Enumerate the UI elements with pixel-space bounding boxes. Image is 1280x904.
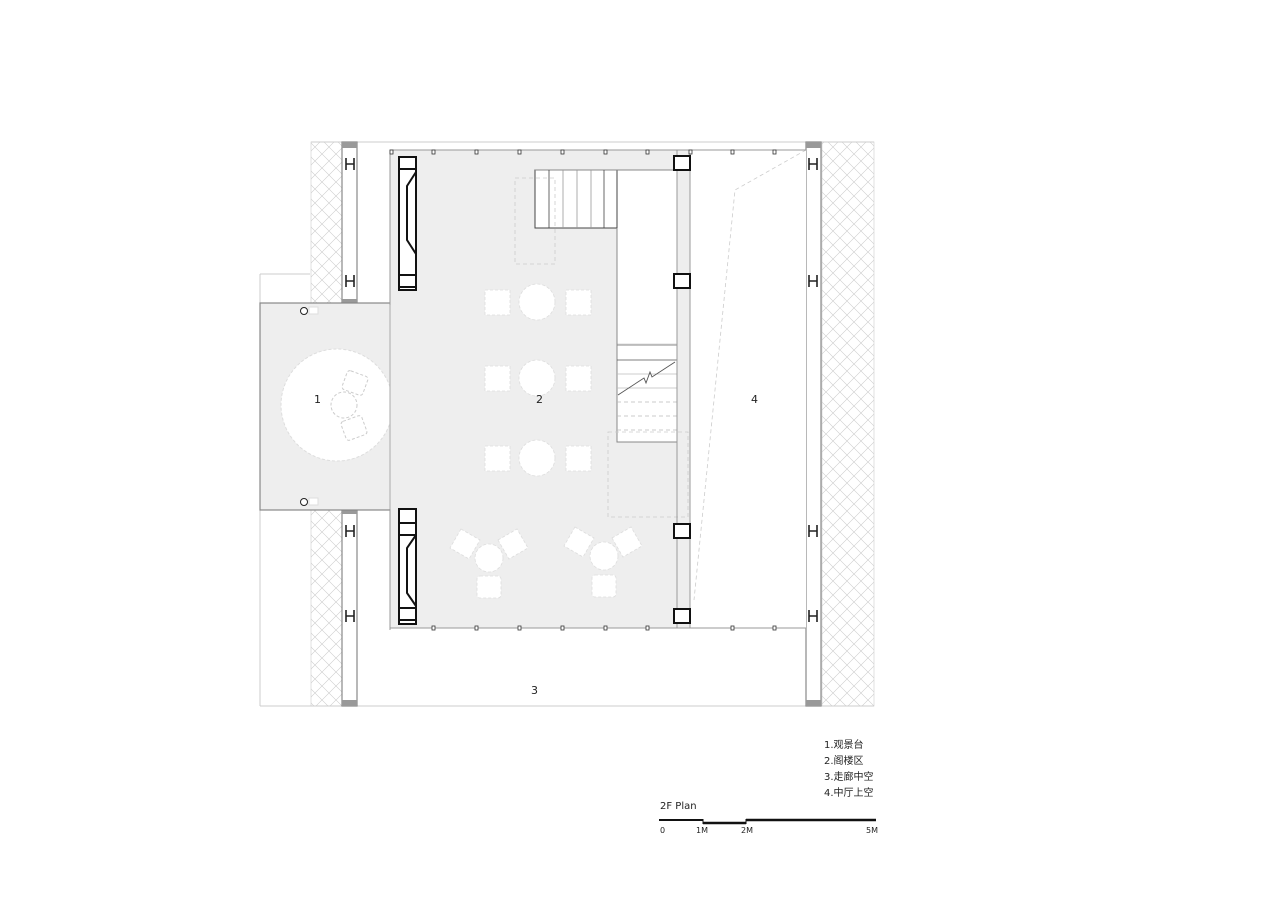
legend-item: 2.阁楼区 [824, 756, 864, 767]
legend-item: 4.中厅上空 [824, 788, 874, 799]
staircase-upper [548, 170, 605, 228]
hatched-wall-left [310, 141, 343, 707]
room-labels: 1 2 3 4 [314, 393, 758, 697]
concrete-columns-left [398, 156, 417, 625]
room-label-1: 1 [314, 393, 321, 406]
room-label-3: 3 [531, 684, 538, 697]
loft-outline [389, 149, 806, 630]
room-1-observation-deck [259, 302, 416, 511]
scale-label-0: 0 [660, 826, 666, 835]
h-beam-icons [345, 158, 818, 622]
room-label-2: 2 [536, 393, 543, 406]
legend-item: 1.观景台 [824, 740, 864, 751]
scale-label-1m: 1M [696, 826, 708, 835]
room-legend: 1.观景台 2.阁楼区 3.走廊中空 4.中厅上空 [824, 738, 874, 802]
window-mullions [389, 149, 777, 631]
legend-item: 3.走廊中空 [824, 772, 874, 783]
room-label-4: 4 [751, 393, 758, 406]
furniture-dining-sets [484, 283, 592, 477]
hatched-wall-right [821, 141, 875, 707]
dashed-hidden-lines [514, 149, 807, 601]
staircase-lower [617, 359, 677, 431]
scale-label-5m: 5M [866, 826, 878, 835]
furniture-lounge-sets [449, 526, 643, 599]
scale-bar [659, 818, 876, 825]
plan-title: 2F Plan [660, 801, 697, 812]
scale-label-2m: 2M [741, 826, 753, 835]
concrete-columns-right [673, 155, 691, 624]
